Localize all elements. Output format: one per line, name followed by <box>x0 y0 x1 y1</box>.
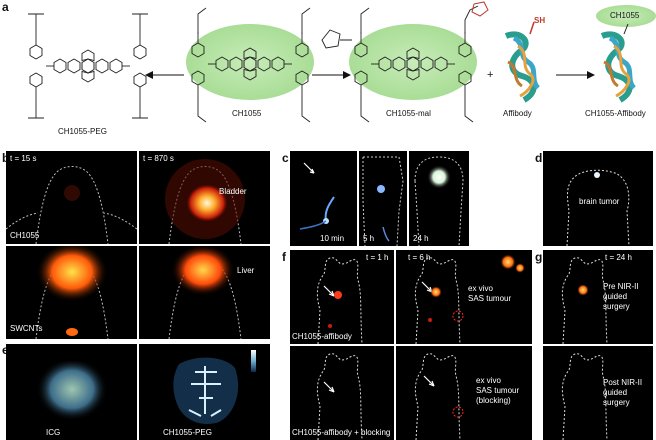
image-g-post-surgery: Post NIR-II guided surgery <box>543 346 653 440</box>
mouse-outline-b1 <box>6 166 137 244</box>
affibody-label: CH1055-affibody <box>292 332 352 341</box>
panel-letter-a: a <box>2 0 9 14</box>
image-e-icg: ICG <box>6 344 137 440</box>
image-f-blocking-6h: ex vivo SAS tumour (blocking) <box>396 346 532 440</box>
ch1055-peg-label: CH1055-PEG <box>163 428 212 437</box>
panel-letter-f: f <box>282 250 286 264</box>
image-b-ch1055-15s: t = 15 s CH1055 <box>6 151 137 244</box>
time-label-g: t = 24 h <box>605 253 632 262</box>
compound-affibody: Affibody <box>503 109 532 118</box>
image-c-10min: 10 min <box>290 151 357 246</box>
mouse-outline-f1 <box>316 257 363 344</box>
compound-ch1055-peg: CH1055-PEG <box>58 127 107 136</box>
panel-letter-e: e <box>2 343 9 357</box>
conjugate-tag-label: CH1055 <box>610 11 640 20</box>
image-c-5h: 5 h <box>359 151 407 246</box>
compound-ch1055: CH1055 <box>232 109 262 118</box>
post-surgery-label: Post NIR-II guided surgery <box>603 378 643 407</box>
compound-ch1055-mal: CH1055-mal <box>386 109 431 118</box>
image-f-blocking-1h: CH1055-affibody + blocking <box>290 346 394 440</box>
panel-letter-g: g <box>535 250 543 264</box>
pre-surgery-label: Pre NIR-II guided surgery <box>603 282 639 311</box>
blocking-label: CH1055-affibody + blocking <box>292 428 391 437</box>
panel-letter-c: c <box>282 151 289 165</box>
image-g-pre-surgery: t = 24 h Pre NIR-II guided surgery <box>543 250 653 344</box>
mouse-outline-f2 <box>414 254 525 344</box>
mouse-outline-c2 <box>362 156 404 246</box>
time-label-f2: t = 6 h <box>408 253 431 262</box>
mouse-outline-b4 <box>168 246 242 339</box>
time-label-b2: t = 870 s <box>143 154 174 163</box>
agent-label-swcnts: SWCNTs <box>10 324 43 333</box>
exvivo-blocking-label: ex vivo SAS tumour (blocking) <box>476 376 520 405</box>
mouse-outline-c3 <box>414 156 464 246</box>
icg-label: ICG <box>46 428 61 437</box>
agent-label-ch1055: CH1055 <box>10 231 40 240</box>
mouse-outline-b2 <box>165 159 245 244</box>
mouse-outline-b3 <box>35 246 109 339</box>
image-c-24h: 24 h <box>409 151 469 246</box>
mouse-outline-g1 <box>561 257 608 344</box>
bladder-label: Bladder <box>219 187 247 196</box>
mouse-outline-d <box>566 169 630 246</box>
ch1055-peg-signal <box>173 350 256 424</box>
exvivo-label-f2: ex vivo SAS tumour <box>468 284 512 303</box>
brain-tumor-label: brain tumor <box>579 197 620 206</box>
mouse-outline-f4 <box>414 353 464 440</box>
plus-sign: + <box>487 69 494 81</box>
compound-ch1055-affibody: CH1055-Affibody <box>585 109 646 118</box>
time-label-c1: 10 min <box>320 234 345 243</box>
thiol-label: SH <box>534 16 546 25</box>
image-f-affibody-1h: t = 1 h CH1055-affibody <box>290 250 394 344</box>
image-b-swcnts-15s: SWCNTs <box>6 246 137 339</box>
image-b-swcnts-870s: Liver <box>139 246 270 339</box>
time-label-c2: 5 h <box>363 234 375 243</box>
time-label-c3: 24 h <box>413 234 429 243</box>
mouse-outline-f3 <box>316 353 363 440</box>
panel-letter-d: d <box>535 151 543 165</box>
liver-label: Liver <box>237 266 255 275</box>
mouse-outline-c1 <box>299 162 335 230</box>
image-f-affibody-6h: t = 6 h ex vivo SAS tumour <box>396 250 532 344</box>
panel-letter-b: b <box>2 151 9 165</box>
icg-signal <box>36 361 108 424</box>
image-b-ch1055-870s: t = 870 s Bladder <box>139 151 270 244</box>
time-label-b1: t = 15 s <box>10 154 37 163</box>
chemistry-scheme <box>28 1 656 123</box>
image-e-ch1055-peg: CH1055-PEG <box>139 344 270 440</box>
time-label-f1: t = 1 h <box>366 253 389 262</box>
image-d-brain-tumor: brain tumor <box>543 151 653 246</box>
